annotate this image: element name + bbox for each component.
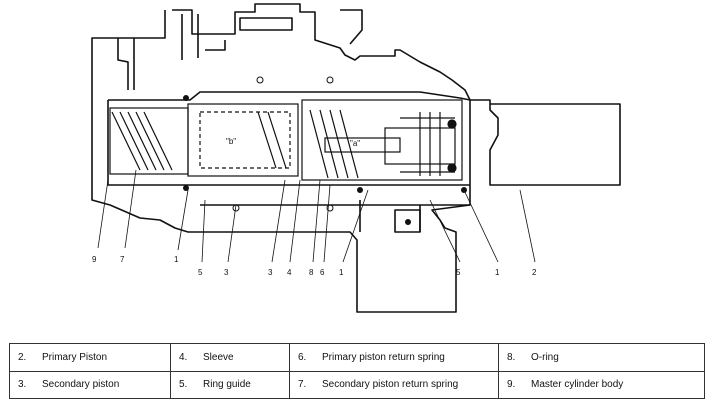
legend-cell: 7.Secondary piston return spring	[289, 370, 499, 399]
secondary-piston-assembly	[109, 103, 299, 177]
callout-number: 1	[495, 268, 500, 277]
primary-piston-assembly	[301, 99, 463, 181]
seals-and-fasteners	[183, 76, 467, 225]
callout-number: 6	[320, 268, 325, 277]
callout-number: 4	[287, 268, 292, 277]
callout-number: 3	[224, 268, 229, 277]
callout-number: 5	[456, 268, 461, 277]
chamber-b-label: "b"	[226, 137, 236, 146]
master-cylinder-body-outline	[91, 3, 621, 313]
callout-number: 2	[532, 268, 537, 277]
legend-cell: 6.Primary piston return spring	[289, 343, 499, 372]
legend-cell: 8.O-ring	[498, 343, 705, 372]
legend-cell: 2.Primary Piston	[9, 343, 171, 372]
callout-number: 5	[198, 268, 203, 277]
legend-row: 2.Primary Piston 4.Sleeve 6.Primary pist…	[9, 343, 705, 372]
parts-legend-table: 2.Primary Piston 4.Sleeve 6.Primary pist…	[9, 343, 705, 399]
callout-number: 8	[309, 268, 314, 277]
legend-cell: 9.Master cylinder body	[498, 370, 705, 399]
callout-number: 7	[120, 255, 125, 264]
master-cylinder-diagram: "b" "a" 9 7 1 5 3 3 4 8 6 1 5 1 2	[91, 3, 621, 313]
callout-number: 1	[339, 268, 344, 277]
leader-lines	[97, 169, 536, 263]
callout-number: 1	[174, 255, 179, 264]
callout-number: 3	[268, 268, 273, 277]
callout-number: 9	[92, 255, 97, 264]
legend-row: 3.Secondary piston 5.Ring guide 7.Second…	[9, 370, 705, 399]
chamber-a-label: "a"	[350, 139, 360, 148]
legend-cell: 4.Sleeve	[170, 343, 290, 372]
legend-cell: 5.Ring guide	[170, 370, 290, 399]
callout-numbers: 9 7 1 5 3 3 4 8 6 1 5 1 2	[92, 255, 537, 277]
legend-cell: 3.Secondary piston	[9, 370, 171, 399]
